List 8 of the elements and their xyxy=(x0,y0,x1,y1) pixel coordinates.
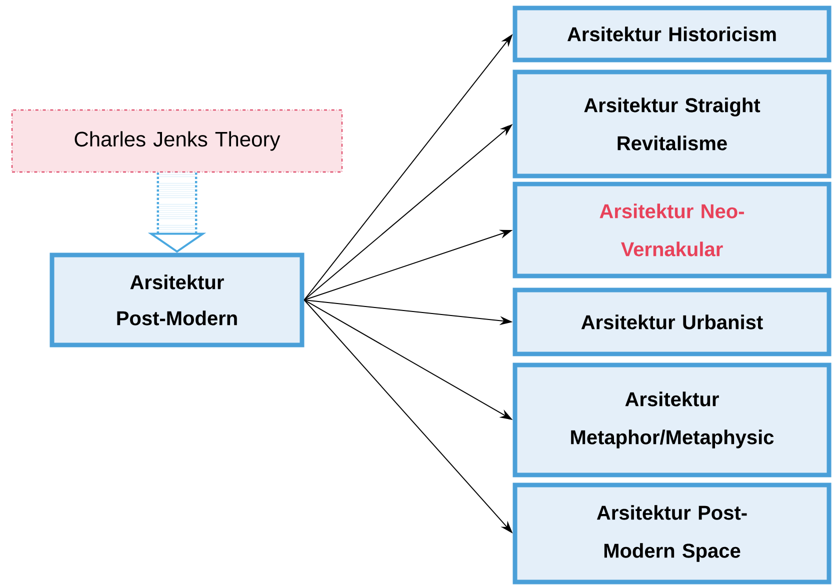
concept-box: Arsitektur Post-Modern xyxy=(50,252,304,348)
category-box: Arsitektur Urbanist xyxy=(512,288,832,356)
category-box: Arsitektur Post-Modern Space xyxy=(512,482,832,584)
category-box: Arsitektur Straight Revitalisme xyxy=(512,70,832,178)
category-box: Arsitektur Metaphor/Metaphysic xyxy=(512,362,832,478)
category-box: Arsitektur Historicism xyxy=(512,6,832,62)
category-box: Arsitektur Neo-Vernakular xyxy=(512,182,832,278)
theory-box: Charles Jenks Theory xyxy=(11,109,343,173)
